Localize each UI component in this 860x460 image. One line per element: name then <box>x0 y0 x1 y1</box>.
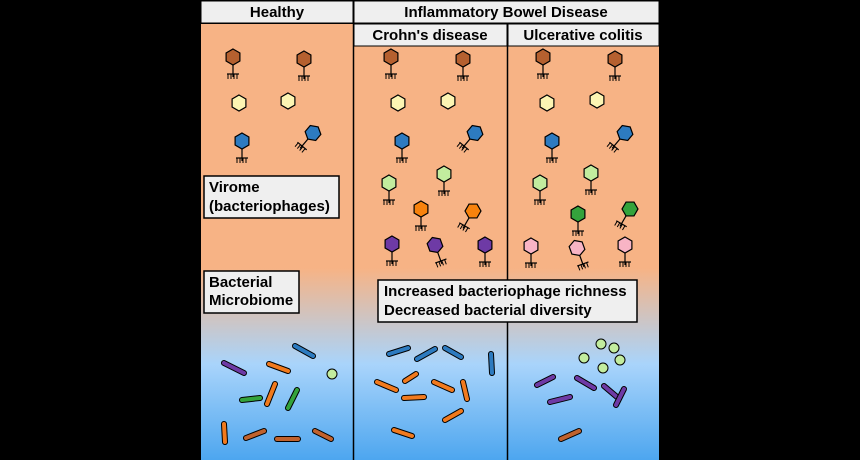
rod-bacterium-fill <box>402 395 426 400</box>
rod-bacterium-fill <box>244 429 266 440</box>
coccus-bacterium-icon <box>597 362 609 374</box>
bacterial-label-line2: Microbiome <box>209 292 293 309</box>
bacteriophage-icon <box>606 124 634 153</box>
bacteriophage-icon <box>381 174 397 205</box>
bacteriophage-icon <box>383 48 399 79</box>
rod-bacterium-fill <box>575 376 596 390</box>
rod-bacterium-fill <box>415 347 437 361</box>
rod-bacterium-fill <box>602 384 619 399</box>
bacterial-label-line1: Bacterial <box>209 274 272 291</box>
header-uc: Ulcerative colitis <box>523 27 642 44</box>
phage-capsid-icon <box>440 92 456 110</box>
virome-label-line2: (bacteriophages) <box>209 198 330 215</box>
virome-label-box <box>203 175 340 219</box>
rod-bacterium-fill <box>222 361 246 375</box>
coccus-bacterium-icon <box>578 352 590 364</box>
rod-bacterium-fill <box>222 422 227 444</box>
rod-bacterium-fill <box>265 382 277 406</box>
rod-bacterium-fill <box>387 346 410 356</box>
rod-bacterium-fill <box>535 375 555 387</box>
bacteriophage-icon <box>457 203 482 233</box>
coccus-bacterium-icon <box>608 342 620 354</box>
rod-bacterium-fill <box>375 380 398 392</box>
bacteriophage-icon <box>583 164 599 195</box>
rod-bacterium-fill <box>267 362 290 373</box>
finding-label-line2: Decreased bacterial diversity <box>384 302 592 319</box>
bacterial-label-box <box>203 270 300 314</box>
coccus-bacterium-icon <box>326 368 338 380</box>
rod-bacterium-fill <box>443 409 463 422</box>
bacteriophage-icon <box>607 50 623 81</box>
phage-capsid-icon <box>231 94 247 112</box>
rod-bacterium-fill <box>286 388 299 410</box>
rod-bacterium-fill <box>548 395 572 404</box>
rod-bacterium-fill <box>392 428 414 438</box>
header-crohns: Crohn's disease <box>372 27 487 44</box>
phage-capsid-icon <box>280 92 296 110</box>
organisms-layer <box>221 48 639 445</box>
bacteriophage-icon <box>426 236 447 268</box>
rod-bacterium-fill <box>461 380 469 401</box>
bacteriophage-icon <box>296 50 312 81</box>
finding-label-box <box>377 279 638 323</box>
virome-label-line1: Virome <box>209 179 260 196</box>
bacteriophage-icon <box>617 236 633 267</box>
rod-bacterium-fill <box>443 346 463 359</box>
bacteriophage-icon <box>568 239 589 271</box>
coccus-bacterium-icon <box>595 338 607 350</box>
rod-bacterium-fill <box>559 429 581 441</box>
rod-bacterium-fill <box>313 429 333 441</box>
header-healthy: Healthy <box>250 4 305 21</box>
finding-label-line1: Increased bacteriophage richness <box>384 283 627 300</box>
bacteriophage-icon <box>544 132 560 163</box>
bacteriophage-icon <box>455 50 471 81</box>
coccus-bacterium-icon <box>614 354 626 366</box>
rod-bacterium-fill <box>614 387 626 407</box>
header-ibd: Inflammatory Bowel Disease <box>404 4 607 21</box>
bacteriophage-icon <box>456 124 484 153</box>
bacteriophage-icon <box>535 48 551 79</box>
bacteriophage-icon <box>570 205 586 236</box>
rod-bacterium-fill <box>293 344 315 358</box>
rod-bacterium-fill <box>240 396 262 402</box>
phage-capsid-icon <box>589 91 605 109</box>
rod-bacterium-fill <box>403 372 418 383</box>
bacteriophage-icon <box>225 48 241 79</box>
bacteriophage-icon <box>234 132 250 163</box>
phage-capsid-icon <box>390 94 406 112</box>
phage-capsid-icon <box>539 94 555 112</box>
bacteriophage-icon <box>413 200 429 231</box>
bacteriophage-icon <box>384 235 400 266</box>
bacteriophage-icon <box>477 236 493 267</box>
bacteriophage-icon <box>614 201 639 231</box>
bacteriophage-icon <box>294 124 322 153</box>
bacteriophage-icon <box>532 174 548 205</box>
rod-bacterium-fill <box>489 352 494 375</box>
rod-bacterium-fill <box>432 380 454 392</box>
bacteriophage-icon <box>394 132 410 163</box>
bacteriophage-icon <box>436 165 452 196</box>
bacteriophage-icon <box>523 237 539 268</box>
